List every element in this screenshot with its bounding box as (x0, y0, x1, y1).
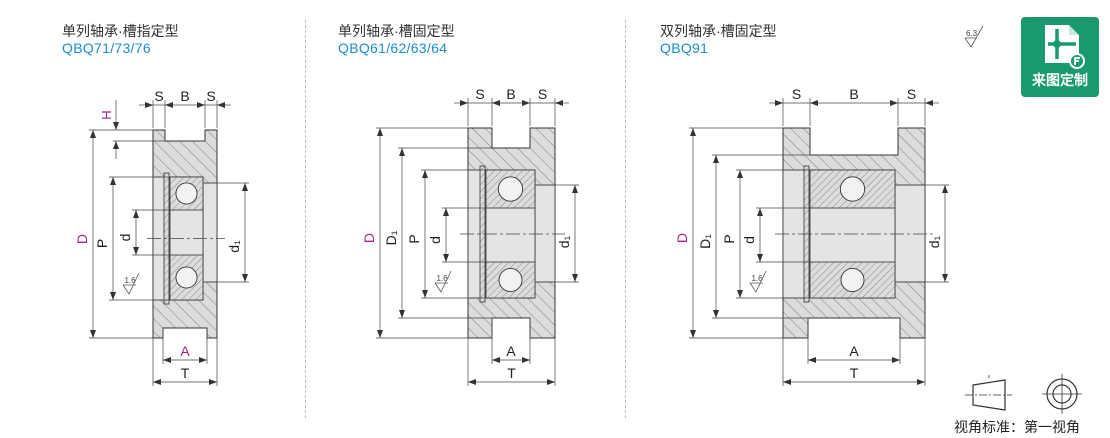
P-label: P (721, 234, 737, 243)
right-recess (894, 184, 926, 283)
S-right-label: S (907, 86, 916, 102)
roughness-value: 6.3 (966, 29, 978, 38)
D-label: D (74, 234, 90, 244)
roughness-symbol (749, 270, 767, 293)
S-left-label: S (792, 86, 801, 102)
T-label: T (181, 365, 190, 381)
roughness-symbol (122, 272, 140, 295)
drawing-3-title: 双列轴承·槽固定型 (660, 23, 777, 39)
d1-label: d₁ (556, 235, 572, 248)
roughness-value: 1.6 (751, 274, 763, 283)
custom-drawing-badge[interactable]: 来图定制 (1021, 17, 1099, 97)
bearing-ball (840, 268, 865, 292)
general-roughness-symbol: 6.3 (964, 25, 984, 48)
drawing-1-code: QBQ71/73/76 (62, 40, 151, 56)
first-angle-projection-icon (965, 374, 1082, 414)
A-label: A (506, 343, 516, 359)
drawing-3-code: QBQ91 (660, 40, 709, 56)
B-label: B (180, 88, 189, 104)
right-recess (202, 182, 218, 283)
d1-label: d₁ (226, 240, 242, 253)
A-label: A (180, 343, 190, 359)
bearing-ball (839, 176, 866, 202)
roughness-value: 1.6 (436, 274, 448, 283)
P-label: P (406, 234, 422, 243)
S-left-label: S (154, 88, 163, 104)
roughness-value: 1.6 (124, 276, 136, 285)
drawing-2-code: QBQ61/62/63/64 (338, 40, 448, 56)
bearing-ball (497, 176, 524, 202)
drawing-1-title: 单列轴承·槽指定型 (62, 23, 179, 39)
T-label: T (507, 365, 516, 381)
D-label: D (674, 233, 690, 243)
D1-label: D₁ (383, 230, 399, 245)
P-label: P (94, 239, 110, 248)
projection-standard-label: 视角标准：第一视角 (954, 419, 1080, 435)
d-label: d (741, 236, 757, 244)
H-label: H (99, 110, 114, 119)
bearing-ball (175, 182, 198, 205)
S-right-label: S (206, 88, 215, 104)
B-label: B (506, 86, 515, 102)
d-label: d (427, 236, 443, 244)
divider (305, 20, 306, 418)
divider (625, 20, 626, 418)
bearing-ball (175, 266, 198, 289)
S-right-label: S (538, 86, 547, 102)
S-left-label: S (475, 86, 484, 102)
A-label: A (849, 343, 859, 359)
roughness-symbol (434, 270, 452, 293)
bearing-ball (498, 268, 523, 292)
D-label: D (361, 233, 377, 243)
D1-label: D₁ (697, 234, 713, 249)
right-recess (534, 184, 556, 283)
d-label: d (117, 234, 133, 242)
custom-drawing-icon (1045, 25, 1085, 69)
drawing-2-title: 单列轴承·槽固定型 (338, 23, 455, 39)
d1-label: d₁ (926, 235, 942, 248)
custom-drawing-label: 来图定制 (1032, 73, 1088, 89)
T-label: T (850, 365, 859, 381)
B-label: B (849, 86, 858, 102)
